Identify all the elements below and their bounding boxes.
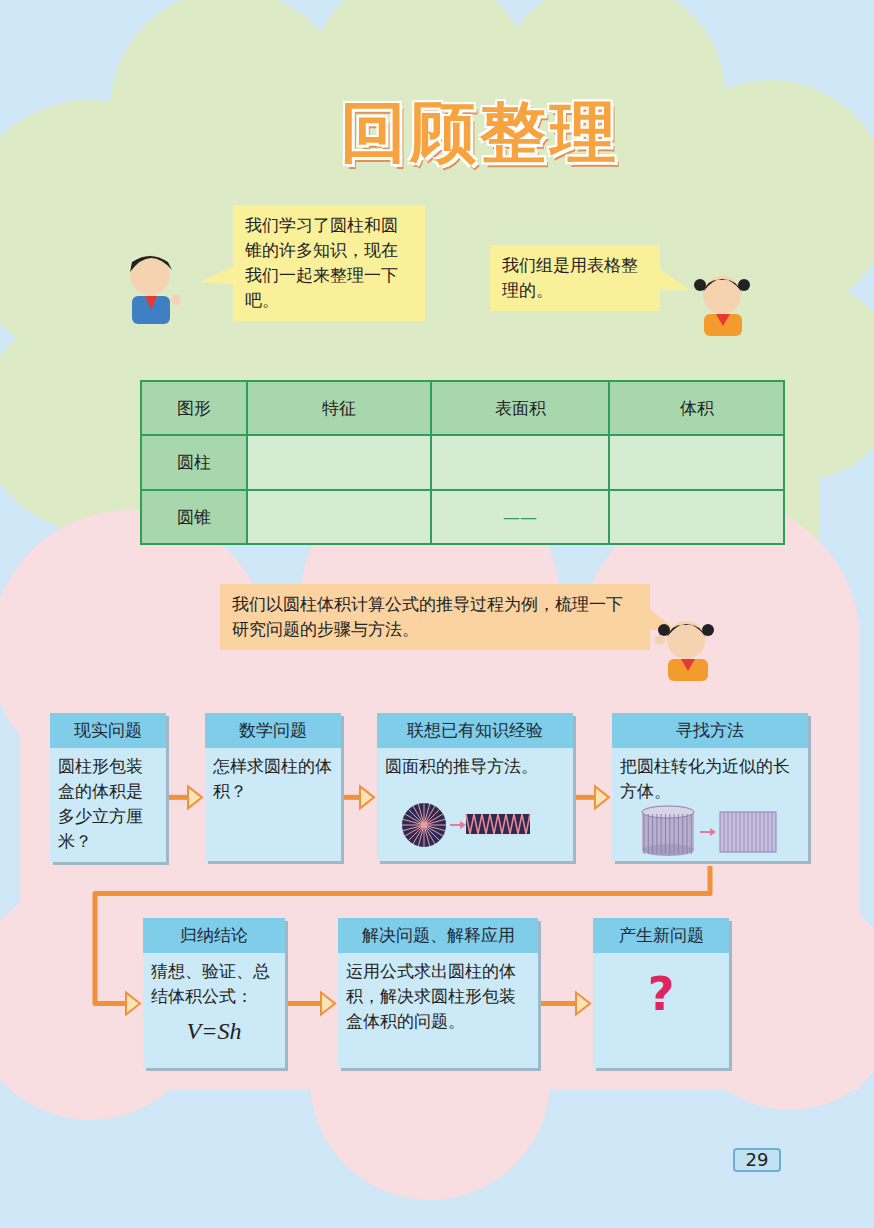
formula: V=Sh [143, 1019, 285, 1044]
speech-bubble: 我们以圆柱体积计算公式的推导过程为例，梳理一下研究问题的步骤与方法。 [220, 584, 650, 650]
table-text: 特征 [322, 397, 356, 420]
table-cell [430, 434, 610, 491]
table-cell [246, 434, 432, 491]
page-number-box: 29 [733, 1148, 781, 1172]
table-text: 图形 [177, 397, 211, 420]
step-box: 归纳结论猜想、验证、总结体积公式： V=Sh [143, 918, 285, 1068]
page-title: 回顾整理 [300, 88, 660, 178]
speech-text: 我们组是用表格整理的。 [502, 253, 648, 303]
step-heading: 归纳结论 [143, 918, 285, 953]
cuboid [720, 812, 776, 852]
table-text: 表面积 [495, 397, 546, 420]
table-text: —— [503, 507, 537, 527]
page-number: 29 [735, 1150, 779, 1170]
step-text: 圆柱形包装盒的体积是多少立方厘米？ [50, 754, 166, 854]
table-cell [246, 489, 432, 545]
step-heading: 联想已有知识经验 [377, 713, 573, 748]
step-heading: 产生新问题 [593, 918, 729, 953]
speech-bubble: 我们学习了圆柱和圆锥的许多知识，现在我们一起来整理一下吧。 [233, 205, 425, 321]
table-text: 体积 [680, 397, 714, 420]
step-box: 寻找方法把圆柱转化为近似的长方体。 [612, 713, 808, 861]
step-text: 猜想、验证、总结体积公式： [143, 959, 285, 1009]
table-cell: 体积 [608, 380, 785, 436]
table-cell: 圆锥 [140, 489, 248, 545]
girl-figure [694, 276, 750, 336]
speech-text: 我们学习了圆柱和圆锥的许多知识，现在我们一起来整理一下吧。 [245, 213, 413, 313]
flow-arrow [576, 786, 609, 808]
speech-bubble: 我们组是用表格整理的。 [490, 245, 660, 311]
table-cell: 图形 [140, 380, 248, 436]
step-heading: 寻找方法 [612, 713, 808, 748]
step-heading: 数学问题 [205, 713, 341, 748]
step-text: 怎样求圆柱的体积？ [205, 754, 341, 804]
step-text: 圆面积的推导方法。 [377, 754, 573, 779]
flow-arrow [541, 993, 590, 1015]
table-cell: 圆柱 [140, 434, 248, 491]
table-cell [608, 489, 785, 545]
step-text: 把圆柱转化为近似的长方体。 [612, 754, 808, 804]
table-text: 圆柱 [177, 451, 211, 474]
question-mark: ? [593, 959, 729, 1029]
step-heading: 解决问题、解释应用 [338, 918, 538, 953]
table-text: 圆锥 [177, 506, 211, 529]
speech-text: 我们以圆柱体积计算公式的推导过程为例，梳理一下研究问题的步骤与方法。 [232, 592, 638, 642]
step-text: 运用公式求出圆柱的体积，解决求圆柱形包装盒体积的问题。 [338, 959, 538, 1034]
flow-arrow [344, 786, 374, 808]
step-box: 解决问题、解释应用运用公式求出圆柱的体积，解决求圆柱形包装盒体积的问题。 [338, 918, 538, 1068]
step-box: 产生新问题? [593, 918, 729, 1068]
table-cell: 特征 [246, 380, 432, 436]
step-box: 现实问题圆柱形包装盒的体积是多少立方厘米？ [50, 713, 166, 862]
step-box: 数学问题怎样求圆柱的体积？ [205, 713, 341, 861]
table-cell [608, 434, 785, 491]
step-heading: 现实问题 [50, 713, 166, 748]
table-cell: —— [430, 489, 610, 545]
boy-figure [130, 255, 181, 324]
step-box: 联想已有知识经验圆面积的推导方法。 [377, 713, 573, 861]
girl-figure [655, 621, 714, 681]
table-cell: 表面积 [430, 380, 610, 436]
striped-cylinder [642, 806, 694, 856]
circle-sectors [402, 803, 446, 847]
flow-arrow [169, 786, 202, 808]
flow-arrow [288, 993, 335, 1015]
